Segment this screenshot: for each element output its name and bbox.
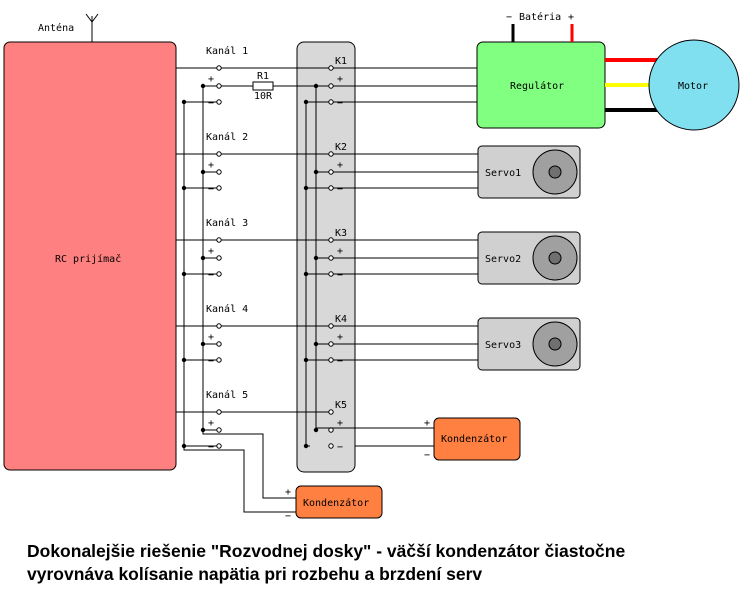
battery-label: Batéria — [519, 11, 561, 23]
connector-label-3: K3 — [335, 228, 347, 239]
minus-bus — [183, 102, 307, 446]
rc-receiver-block — [3, 41, 177, 471]
channel-4: Kanál 4 K4 + − + − — [176, 303, 478, 367]
plus-mark: + — [208, 246, 214, 257]
minus-mark: − — [208, 356, 214, 367]
caption: Dokonalejšie riešenie "Rozvodnej dosky" … — [27, 540, 727, 586]
receiver-label: RC prijímač — [55, 253, 121, 265]
distribution-board — [296, 41, 356, 473]
minus-mark: − — [208, 442, 214, 453]
servo-1: Servo1 — [477, 145, 581, 199]
receiver-capacitor — [183, 428, 383, 519]
plus-mark: + — [337, 74, 343, 85]
plus-mark: + — [337, 332, 343, 343]
servo-label-3: Servo3 — [485, 340, 521, 351]
minus-mark: − — [208, 184, 214, 195]
receiver-capacitor-plus: + — [285, 487, 291, 498]
plus-mark: + — [208, 332, 214, 343]
resistor-r1 — [252, 81, 274, 91]
plus-mark: + — [208, 418, 214, 429]
channel-5: Kanál 5 K5 + − + − — [176, 389, 347, 453]
minus-mark: − — [208, 270, 214, 281]
battery-plus: + — [568, 12, 574, 23]
minus-mark: − — [337, 270, 343, 281]
channel-label-4: Kanál 4 — [206, 303, 248, 315]
board-capacitor-minus: − — [424, 450, 430, 461]
board-capacitor-plus: + — [424, 418, 430, 429]
receiver-capacitor-minus: − — [285, 511, 291, 522]
connector-label-4: K4 — [335, 314, 347, 325]
resistor-value: 10R — [254, 91, 273, 102]
caption-line-2: vyrovnáva kolísanie napätia pri rozbehu … — [27, 564, 483, 584]
plus-mark: + — [337, 418, 343, 429]
connector-label-2: K2 — [335, 142, 347, 153]
motor-circle — [648, 39, 740, 131]
servo-3: Servo3 — [477, 317, 581, 371]
board-capacitor-label: Kondenzátor — [441, 433, 507, 445]
receiver-capacitor-label: Kondenzátor — [303, 497, 369, 509]
minus-mark: − — [337, 98, 343, 109]
board-capacitor — [306, 417, 521, 461]
minus-mark: − — [337, 356, 343, 367]
channel-label-2: Kanál 2 — [206, 131, 248, 143]
resistor-name: R1 — [257, 71, 269, 82]
plus-mark: + — [337, 246, 343, 257]
channel-1: Kanál 1 K1 + − + − — [176, 45, 478, 109]
minus-mark: − — [208, 98, 214, 109]
antenna-icon — [85, 13, 99, 42]
channel-label-5: Kanál 5 — [206, 389, 248, 401]
plus-mark: + — [208, 74, 214, 85]
servo-label-1: Servo1 — [485, 168, 521, 179]
plus-bus — [202, 86, 317, 428]
minus-mark: − — [337, 442, 343, 453]
plus-mark: + — [208, 160, 214, 171]
plus-mark: + — [337, 160, 343, 171]
connector-label-5: K5 — [335, 400, 347, 411]
regulator-label: Regulátor — [510, 80, 564, 92]
channel-label-1: Kanál 1 — [206, 45, 248, 57]
channel-label-3: Kanál 3 — [206, 217, 248, 229]
caption-line-1: Dokonalejšie riešenie "Rozvodnej dosky" … — [27, 541, 626, 561]
channel-wiring: Kanál 1K1+−+−Kanál 2K2+−+−Kanál 3K3+−+−K… — [176, 45, 478, 453]
servo-label-2: Servo2 — [485, 254, 521, 265]
battery-minus: − — [506, 12, 512, 23]
antenna-label: Anténa — [38, 22, 74, 34]
channel-3: Kanál 3 K3 + − + − — [176, 217, 478, 281]
servo-2: Servo2 — [477, 231, 581, 285]
connector-label-1: K1 — [335, 56, 347, 67]
minus-mark: − — [337, 184, 343, 195]
channel-2: Kanál 2 K2 + − + − — [176, 131, 478, 195]
motor-label: Motor — [678, 81, 708, 92]
